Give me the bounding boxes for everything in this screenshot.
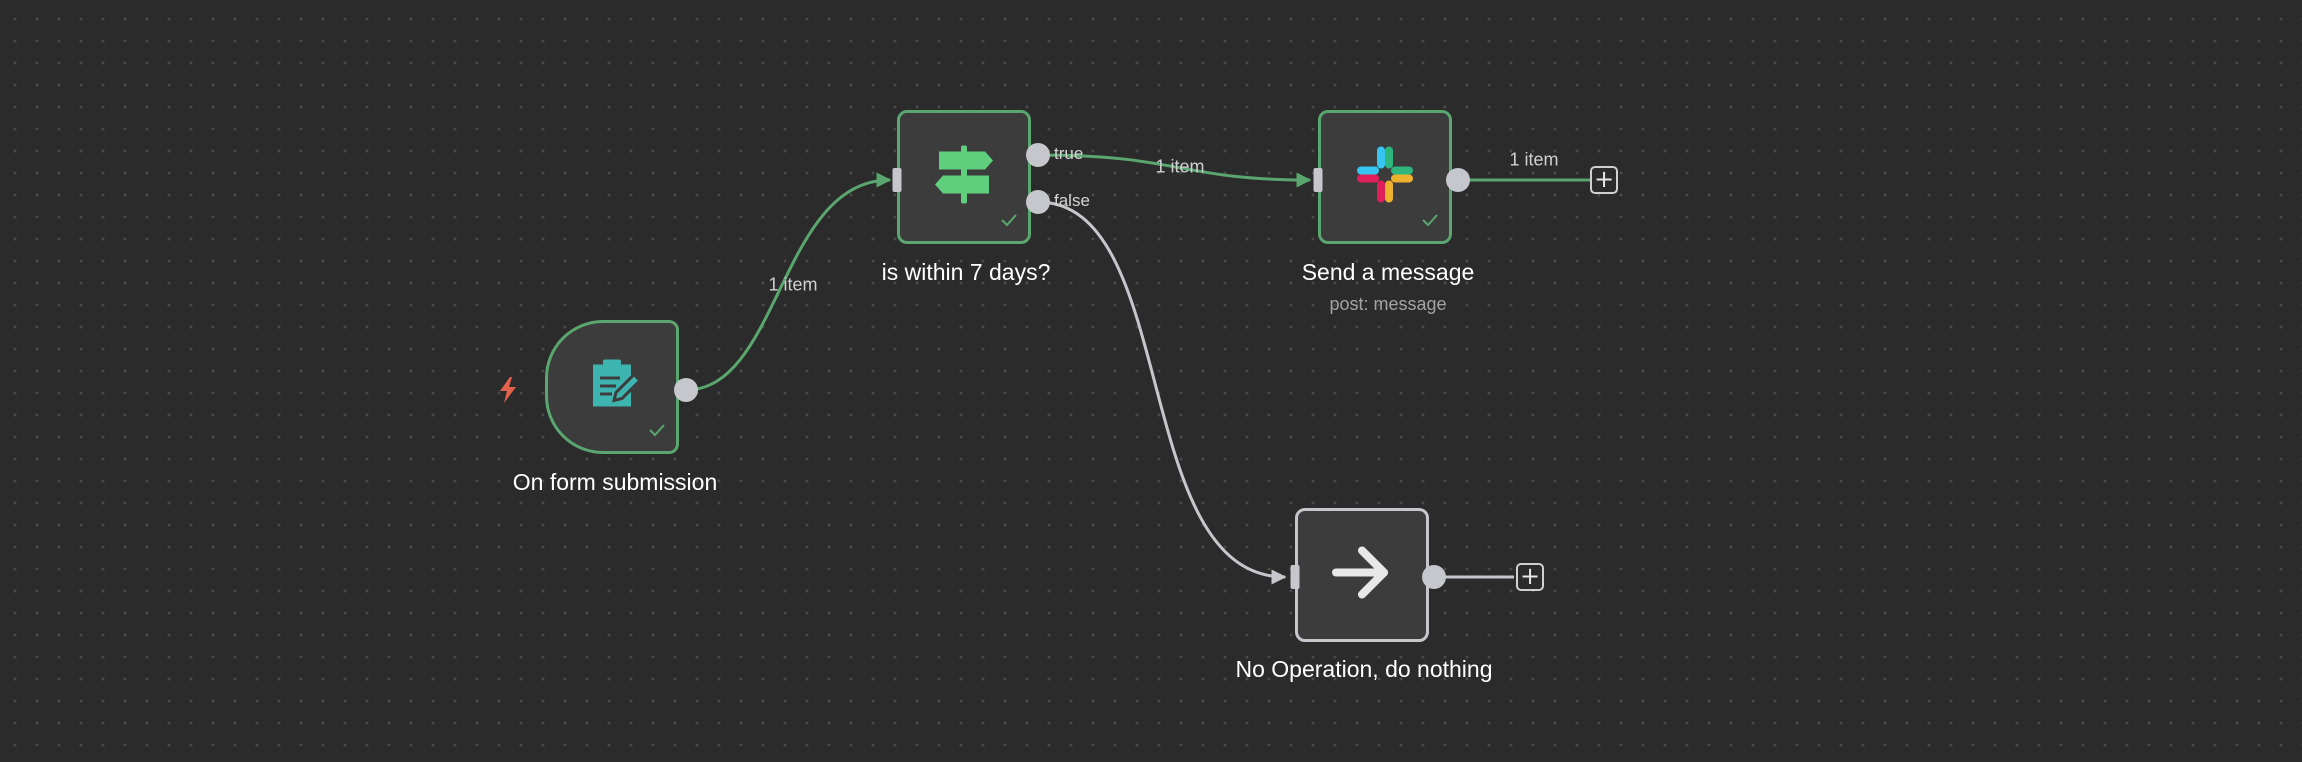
add-node-after-slack-button[interactable]: + (1590, 166, 1618, 194)
noop-output-handle[interactable] (1422, 565, 1446, 589)
node-slack[interactable] (1318, 110, 1452, 244)
if-input-handle[interactable] (892, 168, 902, 192)
form-node-title: On form submission (512, 469, 718, 495)
success-check-icon (648, 423, 666, 442)
if-false-label: false (1054, 191, 1090, 210)
edge-label-if-to-slack: 1 item (1155, 156, 1205, 177)
slack-node-subtitle: post: message (1329, 294, 1447, 314)
connection-if-true-to-slack[interactable] (1037, 153, 1312, 188)
connection-if-false-to-noop[interactable] (1037, 200, 1287, 585)
slack-icon (1355, 145, 1415, 210)
form-edit-icon (584, 357, 643, 418)
slack-output-handle[interactable] (1446, 168, 1470, 192)
arrow-right-icon (1332, 545, 1392, 606)
success-check-icon (1421, 213, 1439, 232)
connection-form-to-if[interactable] (685, 172, 892, 392)
add-node-after-noop-button[interactable]: + (1516, 563, 1544, 591)
node-noop[interactable] (1295, 508, 1429, 642)
edge-label-form-to-if: 1 item (768, 274, 818, 295)
success-check-icon (1000, 213, 1018, 232)
if-output-true-handle[interactable] (1026, 143, 1050, 167)
noop-input-handle[interactable] (1290, 565, 1300, 589)
if-node-title: is within 7 days? (881, 259, 1051, 285)
slack-input-handle[interactable] (1313, 168, 1323, 192)
noop-node-title: No Operation, do nothing (1235, 656, 1493, 682)
signpost-icon (933, 144, 995, 211)
node-if[interactable] (897, 110, 1031, 244)
node-form-trigger[interactable] (545, 320, 679, 454)
form-output-handle[interactable] (674, 378, 698, 402)
if-true-label: true (1054, 144, 1084, 163)
edge-label-slack-to-add: 1 item (1509, 149, 1559, 170)
trigger-bolt-icon (496, 376, 520, 409)
slack-node-title: Send a message (1301, 259, 1475, 285)
if-output-false-handle[interactable] (1026, 190, 1050, 214)
